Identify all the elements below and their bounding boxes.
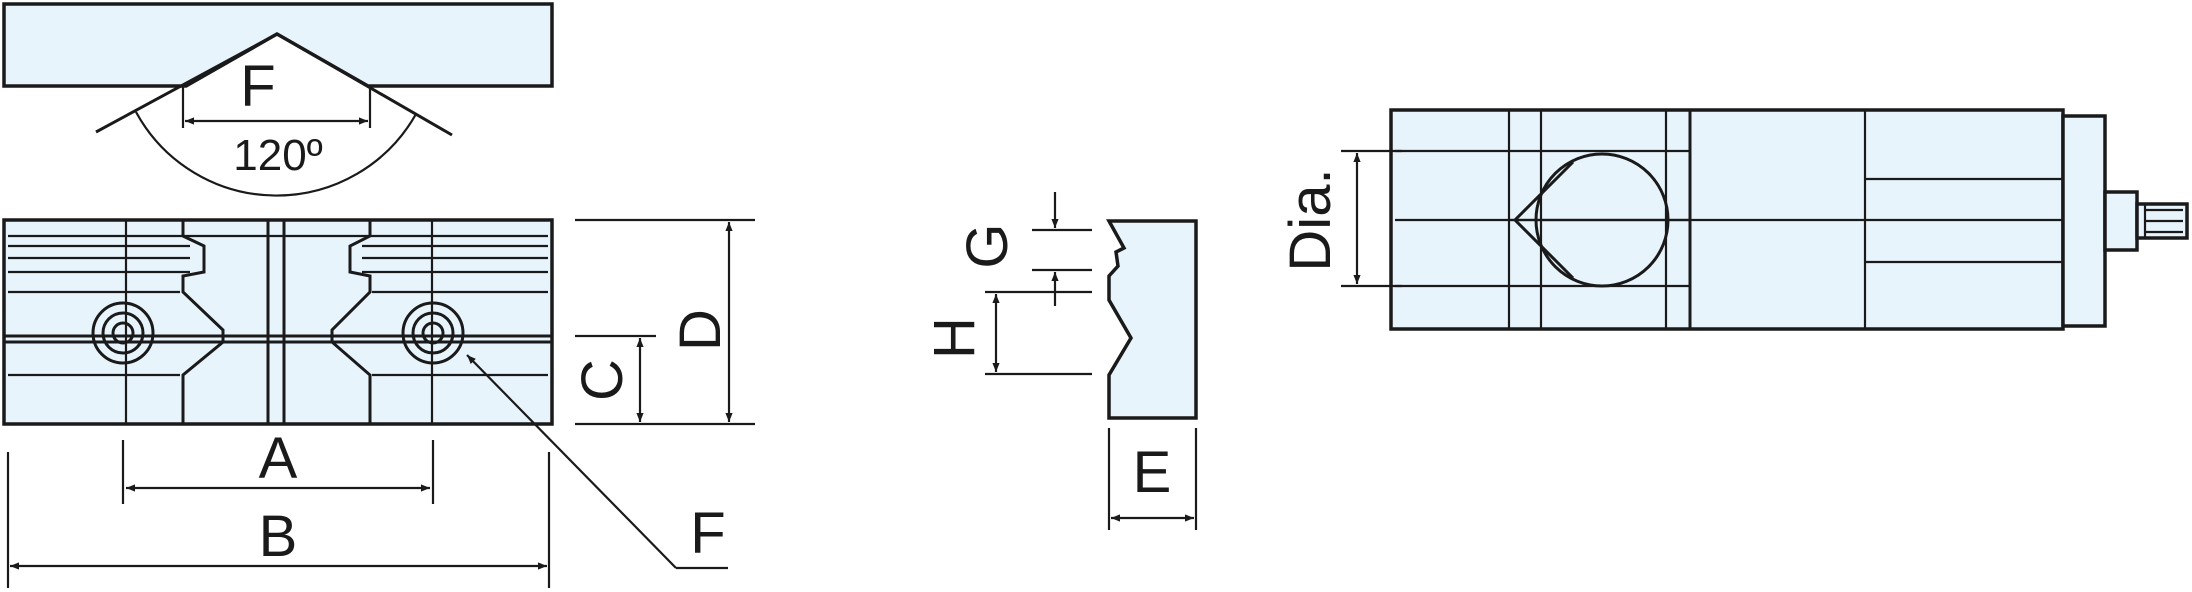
label-b: B [259, 504, 298, 569]
angle-arc [135, 111, 417, 197]
dim-a: A [121, 426, 435, 504]
dim-c: C [570, 334, 755, 426]
label-h: H [922, 317, 987, 359]
end-block [2061, 114, 2107, 328]
angle-plate [2, 2, 554, 88]
label-d: D [668, 309, 733, 351]
stud [2103, 190, 2139, 252]
hole-right [401, 301, 465, 365]
hole-left [91, 301, 155, 365]
jaw-front-view [2, 218, 554, 426]
jaw-body [2, 218, 554, 426]
jaw-side-profile: G H E [922, 192, 1198, 530]
leader-f: F [466, 354, 728, 570]
jaw-top-view: Dia. [1278, 108, 2189, 331]
label-angle: 120º [233, 131, 322, 180]
dim-b: B [6, 452, 551, 588]
label-a: A [259, 426, 298, 491]
angle-detail: F 120º [2, 2, 554, 197]
profile-body [1106, 219, 1198, 420]
label-g: G [955, 223, 1020, 268]
label-f-top: F [240, 54, 275, 119]
label-dia: Dia. [1278, 168, 1343, 271]
label-c: C [570, 359, 635, 401]
dim-d: D [575, 218, 755, 422]
label-f-side: F [690, 501, 725, 566]
label-e: E [1133, 440, 1172, 505]
